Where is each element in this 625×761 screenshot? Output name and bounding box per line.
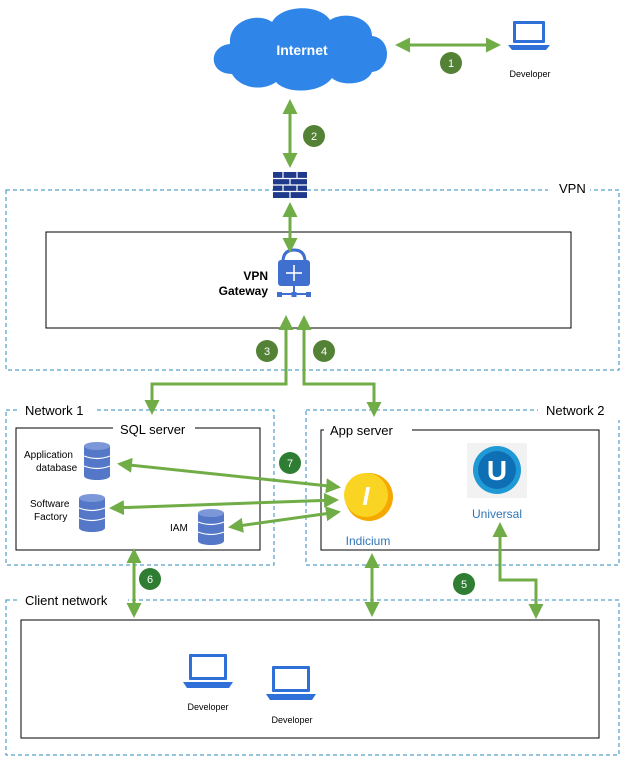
vpn-gateway-label-line2: Gateway	[219, 284, 269, 298]
client-developer-label-2: Developer	[271, 715, 312, 725]
universal-logo-icon	[467, 443, 527, 498]
step-badge-4	[313, 340, 335, 362]
client-network-zone	[5, 599, 620, 756]
universal-glyph: U	[487, 455, 507, 486]
arrow-iam-indicium	[228, 506, 341, 533]
indicium-logo-icon	[344, 473, 393, 521]
app-server-label: App server	[330, 423, 394, 438]
network1-zone-label: Network 1	[25, 403, 84, 418]
vpn-gateway-icon	[277, 248, 311, 297]
database-icon-software-factory	[78, 494, 106, 532]
laptop-icon-client-2	[266, 666, 316, 700]
client-network-label: Client network	[25, 593, 108, 608]
internet-label: Internet	[276, 42, 328, 58]
step-number-7: 7	[287, 458, 293, 470]
step-badge-7	[279, 452, 301, 474]
arrow-gateway-sqlserver	[144, 315, 294, 415]
step-badge-5	[453, 573, 475, 595]
step-badge-6	[139, 568, 161, 590]
database-label-software-factory-2: Factory	[34, 512, 67, 523]
step-badge-2	[303, 125, 325, 147]
indicium-label: Indicium	[346, 534, 391, 548]
database-label-application-1: Application	[24, 450, 73, 461]
universal-label: Universal	[472, 507, 522, 521]
step-number-1: 1	[448, 58, 454, 70]
arrow-gateway-appserver	[296, 315, 382, 417]
sql-server-label: SQL server	[120, 422, 186, 437]
database-label-iam: IAM	[170, 523, 188, 534]
database-label-application-2: database	[36, 463, 78, 474]
step-number-5: 5	[461, 579, 467, 591]
cloud-icon	[213, 8, 387, 91]
step-number-2: 2	[311, 131, 317, 143]
network2-zone-label: Network 2	[546, 403, 605, 418]
database-label-software-factory-1: Software	[30, 499, 70, 510]
step-badge-3	[256, 340, 278, 362]
arrow-appdb-indicium	[117, 457, 341, 494]
database-icon-iam	[197, 509, 225, 545]
vpn-gateway-label-line1: VPN	[243, 269, 268, 283]
database-icon-application	[83, 442, 111, 480]
step-number-6: 6	[147, 574, 153, 586]
step-number-4: 4	[321, 346, 327, 358]
laptop-icon	[508, 21, 550, 50]
step-badge-1	[440, 52, 462, 74]
arrow-swfactory-indicium	[109, 492, 339, 516]
step-number-3: 3	[264, 346, 270, 358]
developer-top-label: Developer	[509, 69, 550, 79]
laptop-icon-client-1	[183, 654, 233, 688]
vpn-zone-label: VPN	[559, 181, 586, 196]
network2-zone	[305, 409, 620, 566]
indicium-glyph: I	[362, 481, 370, 511]
client-developer-label-1: Developer	[187, 702, 228, 712]
arrow-universal-client	[492, 522, 544, 619]
firewall-icon	[273, 172, 307, 198]
